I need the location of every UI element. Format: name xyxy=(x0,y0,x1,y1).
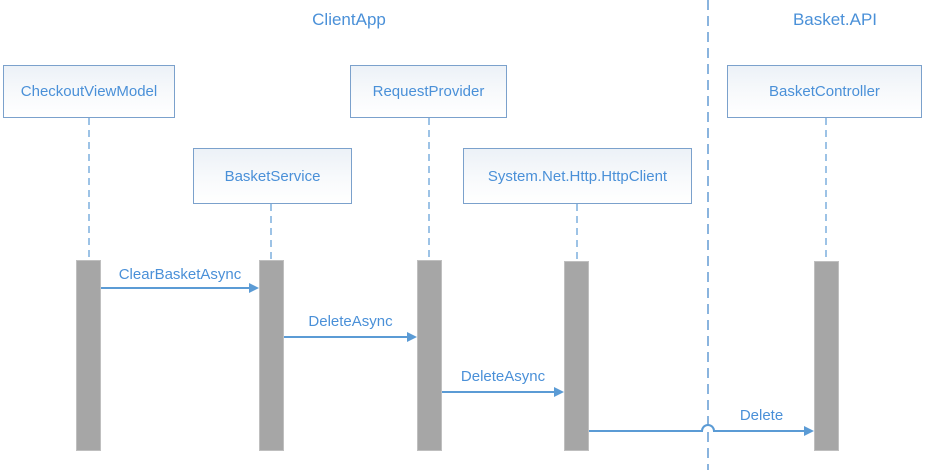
activation-bar-requestprovider xyxy=(417,260,442,451)
participant-label: BasketController xyxy=(769,83,880,100)
lifeline-httpclient xyxy=(576,204,578,261)
message-delete-line-jump-arc xyxy=(701,424,715,432)
participant-label: RequestProvider xyxy=(372,83,485,100)
participant-box-basketcontroller: BasketController xyxy=(727,65,922,118)
participant-label: BasketService xyxy=(224,167,321,185)
message-delete-arrowhead-icon xyxy=(804,426,814,436)
message-clearbasketasync-label: ClearBasketAsync xyxy=(118,266,242,283)
message-clearbasketasync-line xyxy=(101,287,250,289)
lifeline-basketcontroller xyxy=(825,118,827,261)
activation-bar-checkoutviewmodel xyxy=(76,260,101,451)
activation-bar-basketservice xyxy=(259,260,284,451)
group-label-clientapp: ClientApp xyxy=(312,10,386,29)
message-deleteasync-1-line xyxy=(284,336,408,338)
participant-box-httpclient: System.Net.Http.HttpClient xyxy=(463,148,692,204)
group-divider-line xyxy=(707,0,709,470)
message-delete-label: Delete xyxy=(739,407,784,424)
message-deleteasync-1-arrowhead-icon xyxy=(407,332,417,342)
message-deleteasync-2-arrowhead-icon xyxy=(554,387,564,397)
message-delete-line-segment-2 xyxy=(714,430,805,432)
message-clearbasketasync-arrowhead-icon xyxy=(249,283,259,293)
message-delete-line-segment-1 xyxy=(589,430,702,432)
lifeline-requestprovider xyxy=(428,118,430,260)
message-deleteasync-1-label: DeleteAsync xyxy=(308,313,393,330)
message-deleteasync-2-line xyxy=(442,391,555,393)
activation-bar-httpclient xyxy=(564,261,589,451)
lifeline-checkoutviewmodel xyxy=(88,118,90,260)
message-deleteasync-2-label: DeleteAsync xyxy=(460,368,546,385)
lifeline-basketservice xyxy=(270,204,272,260)
participant-box-requestprovider: RequestProvider xyxy=(350,65,507,118)
group-label-basket-api: Basket.API xyxy=(792,10,878,29)
participant-box-basketservice: BasketService xyxy=(193,148,352,204)
participant-box-checkoutviewmodel: CheckoutViewModel xyxy=(3,65,175,118)
activation-bar-basketcontroller xyxy=(814,261,839,451)
participant-label: System.Net.Http.HttpClient xyxy=(487,167,668,185)
participant-label: CheckoutViewModel xyxy=(20,83,158,100)
